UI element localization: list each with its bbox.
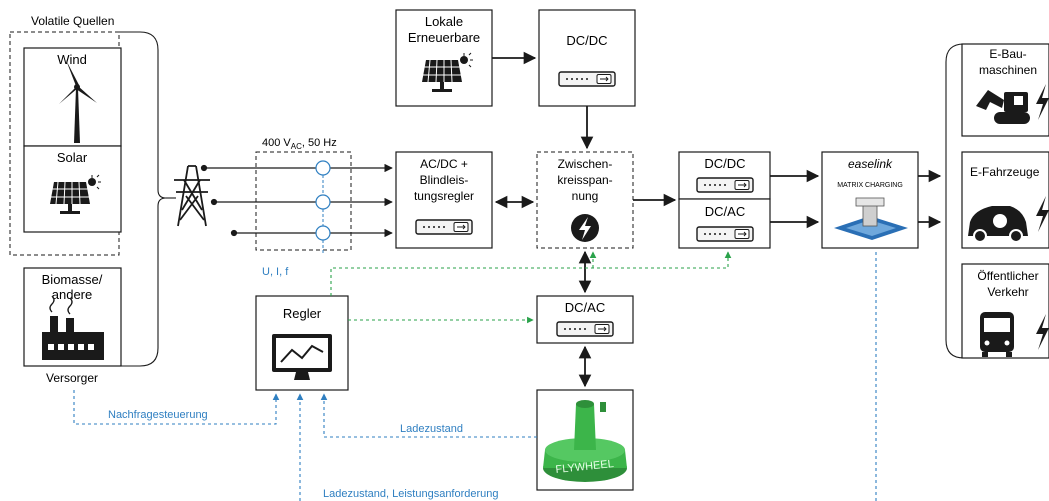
acdc-label-3: tungsregler — [414, 189, 474, 203]
controller-label: Regler — [283, 306, 322, 321]
public-transport-label-1: Öffentlicher — [977, 269, 1038, 283]
charging-pad-icon — [834, 197, 908, 240]
acdc-label-2: Blindleis- — [420, 173, 469, 187]
dcac-right-label: DC/AC — [705, 204, 745, 219]
biomass-label-1: Biomasse/ — [42, 272, 103, 287]
supplier-label: Versorger — [46, 371, 98, 385]
construction-label-1: E-Bau- — [989, 47, 1026, 61]
dcac-flywheel-converter-icon — [556, 321, 614, 337]
dcdc-top-box — [538, 9, 636, 107]
charger-brand: easelink — [848, 157, 893, 171]
dcdc-top-converter-icon — [558, 71, 616, 87]
volatile-sources-label: Volatile Quellen — [31, 14, 114, 28]
e-vehicles-label: E-Fahrzeuge — [970, 165, 1040, 179]
wind-label: Wind — [57, 52, 87, 67]
feedback-signals-blue — [73, 252, 877, 501]
charge-power-label: Ladezustand, Leistungsanforderung — [323, 488, 499, 500]
charge-state-label: Ladezustand — [400, 423, 463, 435]
solar-label: Solar — [57, 150, 88, 165]
dc-link-label-3: nung — [572, 189, 599, 203]
wind-turbine-icon — [59, 60, 97, 143]
dcdc-right-converter-icon — [696, 177, 754, 193]
factory-icon — [42, 295, 104, 360]
transit-bolt-icon — [1036, 314, 1049, 350]
monitor-chart-icon — [272, 334, 332, 380]
power-pylon-icon — [174, 165, 210, 227]
acdc-label-1: AC/DC + — [420, 157, 468, 171]
dcac-right-converter-icon — [696, 226, 754, 242]
flywheel-image — [543, 400, 627, 482]
control-signals-green — [330, 251, 732, 324]
electric-car-icon — [968, 206, 1028, 243]
charger-subtitle: MATRIX CHARGING — [837, 182, 903, 189]
consumers-brace — [945, 43, 1040, 359]
grid-measurement-box — [255, 151, 352, 251]
construction-bolt-icon — [1036, 84, 1049, 120]
construction-label-2: maschinen — [979, 63, 1037, 77]
dc-link-label-1: Zwischen- — [558, 157, 613, 171]
measurement-label: U, I, f — [262, 266, 289, 278]
local-renewables-label-2: Erneuerbare — [408, 30, 480, 45]
public-transport-label-2: Verkehr — [987, 285, 1028, 299]
sources-brace — [119, 31, 167, 367]
local-renewables-label-1: Lokale — [425, 14, 463, 29]
demand-control-label: Nachfragesteuerung — [108, 409, 208, 421]
excavator-icon — [976, 90, 1030, 124]
dcac-flywheel-label: DC/AC — [565, 300, 605, 315]
dcdc-top-label: DC/DC — [566, 33, 607, 48]
acdc-converter-icon — [415, 219, 473, 235]
grid-lines — [200, 163, 393, 238]
grid-voltage-label: 400 VAC, 50 Hz — [262, 137, 337, 151]
biomass-label-2: andere — [52, 287, 92, 302]
lightning-icon — [571, 214, 599, 242]
dc-link-label-2: kreisspan- — [557, 173, 612, 187]
wind-box — [23, 47, 122, 147]
current-sensor-icons — [315, 160, 331, 241]
dcdc-right-label: DC/DC — [704, 156, 745, 171]
vehicles-bolt-icon — [1036, 196, 1049, 232]
bus-icon — [980, 312, 1014, 357]
